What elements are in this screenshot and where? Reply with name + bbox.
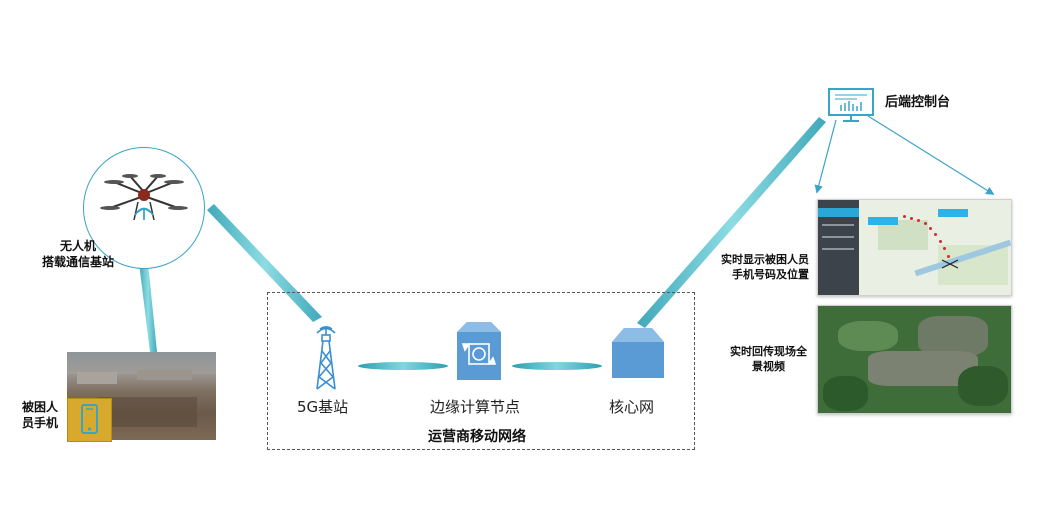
- drone-to-phone-beam: [139, 263, 157, 352]
- drone-label: 无人机 搭载通信基站: [41, 239, 114, 269]
- edge-computing-node-icon: [457, 322, 501, 380]
- map-drone-icon: [941, 259, 959, 269]
- live-video-panel: [817, 305, 1012, 414]
- edge-node-label: 边缘计算节点: [430, 398, 521, 416]
- 5g-base-station-label: 5G基站: [297, 398, 349, 416]
- console-title: 后端控制台: [885, 95, 951, 110]
- console-monitor-icon: [828, 88, 874, 122]
- drone-icon: [100, 174, 188, 221]
- operator-network-title: 运营商移动网络: [428, 429, 526, 445]
- disaster-scene-photo: [67, 352, 216, 440]
- operator-network-box: [267, 292, 695, 450]
- map-sidebar: [818, 200, 859, 295]
- phone-icon: [81, 404, 98, 434]
- console-to-map-arrow: [814, 119, 837, 194]
- core-to-console-beam: [637, 117, 826, 328]
- location-map-panel: [817, 199, 1012, 296]
- map-caption: 实时显示被困人员 手机号码及位置: [721, 253, 809, 281]
- console-to-video-arrow: [867, 115, 995, 195]
- video-caption: 实时回传现场全 景视频: [730, 345, 807, 373]
- victim-label: 被困人 员手机: [22, 400, 59, 430]
- edge-to-core-link: [512, 362, 602, 370]
- 5g-to-edge-link: [358, 362, 448, 370]
- core-network-label: 核心网: [609, 398, 655, 416]
- 5g-tower-icon: [316, 326, 336, 390]
- core-network-icon: [612, 328, 664, 378]
- victim-phone-badge: [67, 398, 112, 442]
